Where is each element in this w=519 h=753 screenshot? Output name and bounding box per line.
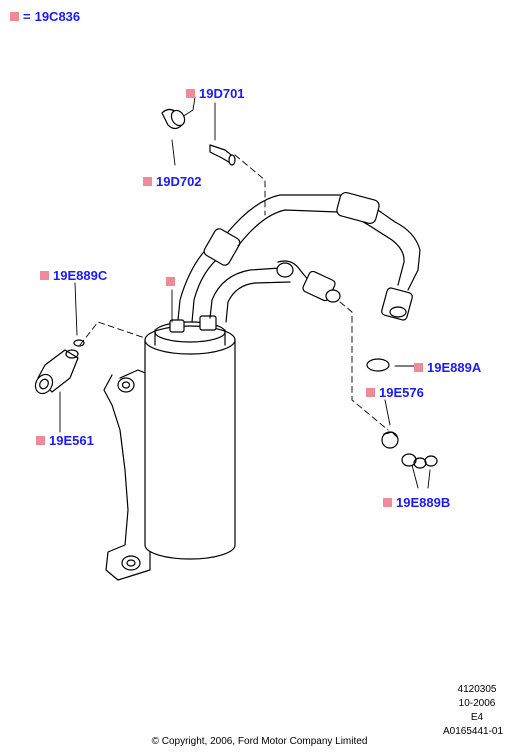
part-number: 19E561 xyxy=(49,433,94,448)
o-ring-set xyxy=(401,453,438,469)
mounting-bracket xyxy=(103,369,151,581)
o-ring xyxy=(73,339,85,347)
part-number: 19E576 xyxy=(379,385,424,400)
marker-icon xyxy=(366,388,375,397)
leader-lines xyxy=(79,154,389,431)
part-number: 19D701 xyxy=(199,86,245,101)
marker-icon xyxy=(40,271,49,280)
valve-core xyxy=(209,144,236,166)
callout-19E889A[interactable]: 19E889A xyxy=(414,360,481,375)
marker-icon xyxy=(414,363,423,372)
legend: = 19C836 xyxy=(10,9,80,24)
marker-icon xyxy=(166,277,175,286)
o-ring xyxy=(366,358,390,372)
part-number: 19E889C xyxy=(53,268,108,283)
pressure-switch xyxy=(34,349,79,395)
reference-number: 4120305 xyxy=(457,684,497,695)
callout-leaders xyxy=(59,96,431,489)
pipe-assembly xyxy=(177,191,421,323)
legend-equals: = xyxy=(23,9,31,24)
document-number: A0165441-01 xyxy=(442,726,504,737)
part-number: 19E889B xyxy=(396,495,451,510)
callout-19E889B[interactable]: 19E889B xyxy=(383,495,450,510)
callout-19E561[interactable]: 19E561 xyxy=(36,433,94,448)
valve-cap xyxy=(161,108,186,130)
callout-19E889C[interactable]: 19E889C xyxy=(40,268,107,283)
marker-icon xyxy=(143,177,152,186)
callout-19D701[interactable]: 19D701 xyxy=(186,86,245,101)
receiver-drier xyxy=(144,315,236,560)
part-number: 19E889A xyxy=(427,360,482,375)
marker-icon xyxy=(186,89,195,98)
legend-marker-icon xyxy=(10,12,19,21)
callout-19C836[interactable] xyxy=(166,277,175,286)
date: 10-2006 xyxy=(458,698,496,709)
callout-19D702[interactable]: 19D702 xyxy=(143,174,202,189)
part-number: 19D702 xyxy=(156,174,202,189)
retaining-clip xyxy=(381,431,399,449)
legend-part-number: 19C836 xyxy=(34,9,81,24)
marker-icon xyxy=(36,436,45,445)
marker-icon xyxy=(383,498,392,507)
callout-19E576[interactable]: 19E576 xyxy=(366,385,424,400)
copyright-notice: © Copyright, 2006, Ford Motor Company Li… xyxy=(151,736,368,747)
edition: E4 xyxy=(470,712,484,723)
